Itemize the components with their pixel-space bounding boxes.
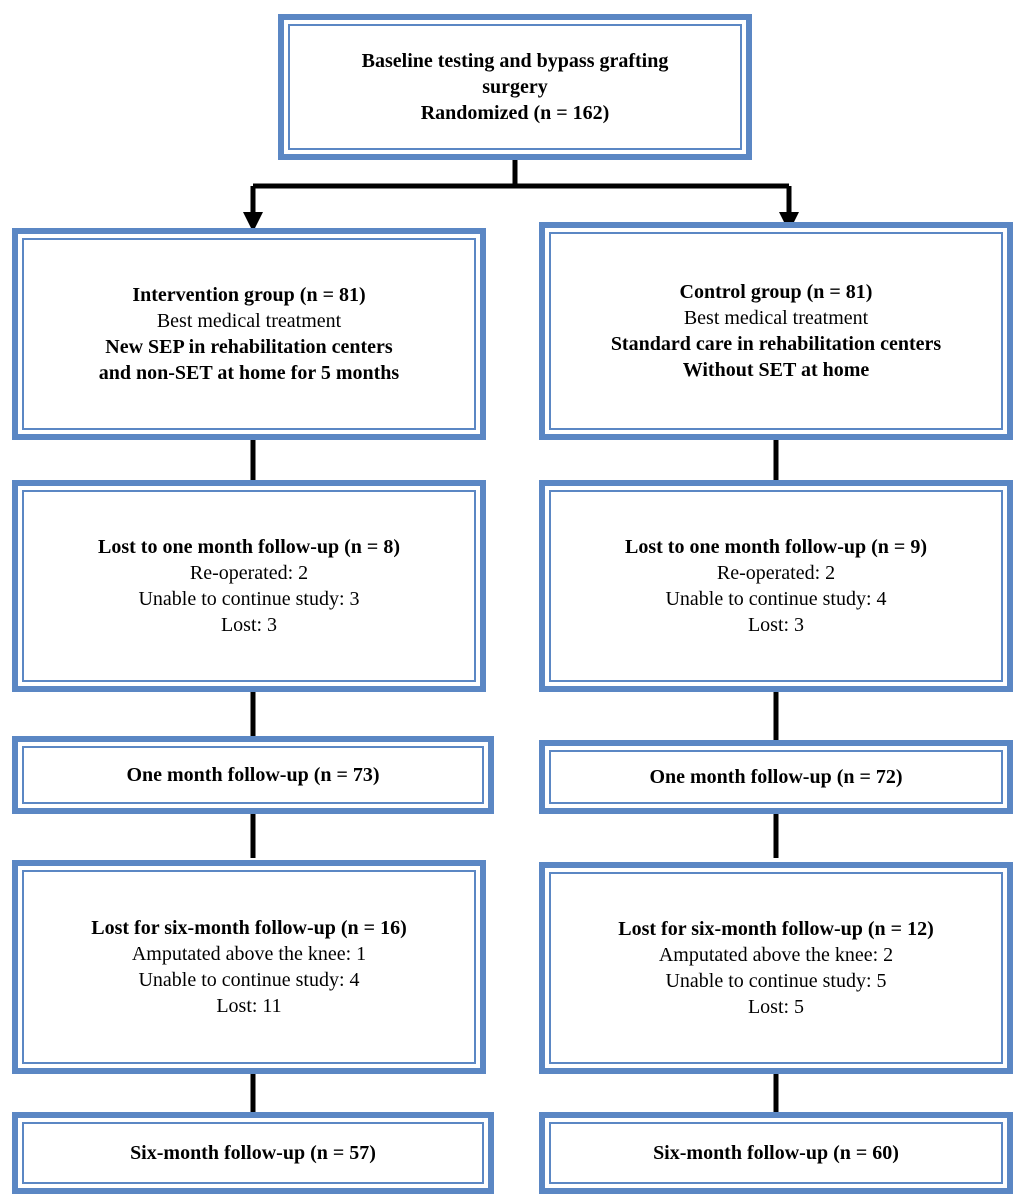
baseline-title: Baseline testing and bypass grafting sur… bbox=[361, 50, 669, 98]
left-lost-one-month-unable: Unable to continue study: 3 bbox=[138, 588, 360, 610]
left-lost-six-month-box: Lost for six-month follow-up (n = 16) Am… bbox=[12, 860, 486, 1074]
randomized-count: Randomized (n = 162) bbox=[420, 102, 610, 124]
right-lost-six-month-lost: Lost: 5 bbox=[747, 996, 805, 1018]
right-one-month-followup: One month follow-up (n = 72) bbox=[649, 766, 903, 788]
intervention-group-box: Intervention group (n = 81) Best medical… bbox=[12, 228, 486, 440]
control-treatment: Best medical treatment bbox=[683, 307, 869, 329]
right-lost-six-month-amputated: Amputated above the knee: 2 bbox=[658, 944, 894, 966]
right-lost-six-month-title: Lost for six-month follow-up (n = 12) bbox=[618, 918, 934, 940]
left-one-month-followup: One month follow-up (n = 73) bbox=[126, 764, 380, 786]
left-one-month-followup-box: One month follow-up (n = 73) bbox=[12, 736, 494, 814]
intervention-group-title: Intervention group (n = 81) bbox=[132, 284, 366, 306]
control-group-title: Control group (n = 81) bbox=[679, 281, 873, 303]
left-lost-six-month-title: Lost for six-month follow-up (n = 16) bbox=[91, 917, 407, 939]
right-lost-six-month-box: Lost for six-month follow-up (n = 12) Am… bbox=[539, 862, 1013, 1074]
left-lost-six-month-unable: Unable to continue study: 4 bbox=[138, 969, 360, 991]
right-lost-one-month-unable: Unable to continue study: 4 bbox=[665, 588, 887, 610]
control-group-box: Control group (n = 81) Best medical trea… bbox=[539, 222, 1013, 440]
intervention-program: New SEP in rehabilitation centers bbox=[105, 336, 393, 358]
arrowhead-left bbox=[243, 212, 263, 232]
right-lost-six-month-unable: Unable to continue study: 5 bbox=[665, 970, 887, 992]
left-six-month-followup-box: Six-month follow-up (n = 57) bbox=[12, 1112, 494, 1194]
right-lost-one-month-title: Lost to one month follow-up (n = 9) bbox=[625, 536, 927, 558]
left-lost-one-month-lost: Lost: 3 bbox=[220, 614, 278, 636]
left-lost-six-month-lost: Lost: 11 bbox=[216, 995, 282, 1017]
right-lost-one-month-reoperated: Re-operated: 2 bbox=[716, 562, 836, 584]
left-lost-one-month-box: Lost to one month follow-up (n = 8) Re-o… bbox=[12, 480, 486, 692]
right-lost-one-month-lost: Lost: 3 bbox=[747, 614, 805, 636]
left-lost-one-month-title: Lost to one month follow-up (n = 8) bbox=[98, 536, 400, 558]
control-program: Standard care in rehabilitation centers bbox=[610, 333, 942, 355]
right-lost-one-month-box: Lost to one month follow-up (n = 9) Re-o… bbox=[539, 480, 1013, 692]
right-six-month-followup-box: Six-month follow-up (n = 60) bbox=[539, 1112, 1013, 1194]
intervention-home: and non-SET at home for 5 months bbox=[98, 362, 400, 384]
left-lost-six-month-amputated: Amputated above the knee: 1 bbox=[131, 943, 367, 965]
control-home: Without SET at home bbox=[682, 359, 870, 381]
baseline-box: Baseline testing and bypass grafting sur… bbox=[278, 14, 752, 160]
intervention-treatment: Best medical treatment bbox=[156, 310, 342, 332]
left-lost-one-month-reoperated: Re-operated: 2 bbox=[189, 562, 309, 584]
left-six-month-followup: Six-month follow-up (n = 57) bbox=[130, 1142, 376, 1164]
right-one-month-followup-box: One month follow-up (n = 72) bbox=[539, 740, 1013, 814]
right-six-month-followup: Six-month follow-up (n = 60) bbox=[653, 1142, 899, 1164]
